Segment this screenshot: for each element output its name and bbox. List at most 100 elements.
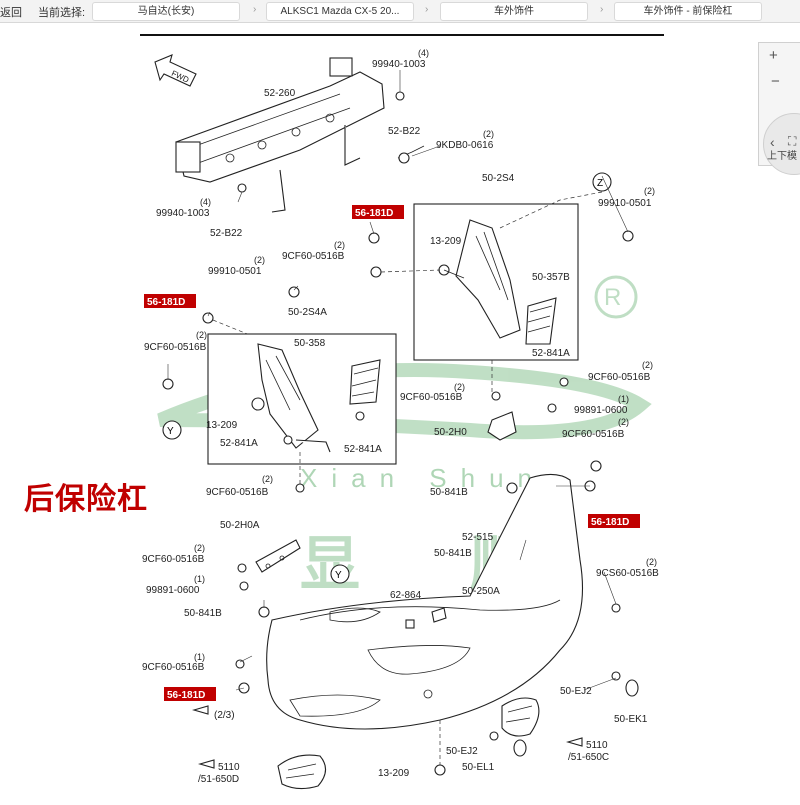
part-label[interactable]: /51-650D xyxy=(198,774,239,785)
svg-text:(2): (2) xyxy=(254,255,265,265)
side-bracket-right xyxy=(455,219,521,339)
breadcrumb-brand[interactable]: 马自达(长安) xyxy=(92,2,240,21)
part-label[interactable]: 9CF60-0516B xyxy=(142,554,205,565)
side-bracket-left xyxy=(257,343,331,453)
svg-text:56-181D: 56-181D xyxy=(355,208,393,219)
back-button[interactable]: 返回 xyxy=(0,7,22,19)
part-label[interactable]: 13-209 xyxy=(206,420,238,431)
part-label[interactable]: 13-209 xyxy=(430,236,462,247)
part-label[interactable]: 50-2S4A xyxy=(288,307,327,318)
part-label[interactable]: 50-357B xyxy=(532,272,570,283)
part-label[interactable]: 50-EJ2 xyxy=(446,746,478,757)
part-label[interactable]: 50-2H0 xyxy=(434,427,467,438)
highlight-tag[interactable]: 56-181D xyxy=(144,294,196,308)
part-label[interactable]: /51-650C xyxy=(568,752,609,763)
highlight-tag[interactable]: 56-181D xyxy=(352,205,404,219)
svg-text:56-181D: 56-181D xyxy=(147,297,185,308)
svg-text:Z: Z xyxy=(597,178,603,189)
part-label[interactable]: 52-515 xyxy=(462,532,494,543)
svg-text:(1): (1) xyxy=(194,652,205,662)
breadcrumb-subcategory[interactable]: 车外饰件 - 前保险杠 xyxy=(614,2,762,21)
highlight-tag[interactable]: 56-181D xyxy=(588,514,640,528)
part-label[interactable]: 50-2S4 xyxy=(482,173,515,184)
part-label[interactable]: 52-B22 xyxy=(210,228,243,239)
part-label[interactable]: 50-EL1 xyxy=(462,762,495,773)
part-label[interactable]: 50-EK1 xyxy=(614,714,648,725)
svg-text:(4): (4) xyxy=(200,197,211,207)
part-label[interactable]: 9CF60-0516B xyxy=(562,429,625,440)
pointer-hand-icon xyxy=(565,737,583,747)
pan-dial[interactable]: ‹ ⛶ xyxy=(763,113,800,175)
bolt-icon xyxy=(559,377,569,387)
part-label[interactable]: 9CS60-0516B xyxy=(596,568,659,579)
zoom-control: + − ‹ ⛶ 上下模 xyxy=(758,42,800,175)
reflector-left xyxy=(349,359,381,405)
bolt-icon xyxy=(398,152,410,164)
svg-text:(2): (2) xyxy=(196,330,207,340)
part-label[interactable]: (2/3) xyxy=(214,710,235,721)
highlight-tag[interactable]: 56-181D xyxy=(164,687,216,701)
part-label[interactable]: 50-250A xyxy=(462,586,500,597)
current-selection-label: 当前选择: xyxy=(38,7,86,19)
part-label[interactable]: 9CF60-0516B xyxy=(142,662,205,673)
svg-text:56-181D: 56-181D xyxy=(167,690,205,701)
clip-icon xyxy=(258,606,270,618)
part-label[interactable]: 99910-0501 xyxy=(598,198,652,209)
part-label[interactable]: 9CF60-0516B xyxy=(588,372,651,383)
reset-view-icon[interactable]: ⛶ xyxy=(788,134,797,148)
chevron-left-icon[interactable]: ‹ xyxy=(770,134,775,150)
part-label[interactable]: 9CF60-0516B xyxy=(282,251,345,262)
part-label[interactable]: 9CF60-0516B xyxy=(400,392,463,403)
part-label[interactable]: 52-B22 xyxy=(388,126,421,137)
reinforcement-beam xyxy=(175,57,385,213)
svg-text:(1): (1) xyxy=(618,394,629,404)
breadcrumb-model[interactable]: ALKSC1 Mazda CX-5 20... xyxy=(266,2,414,21)
part-label[interactable]: 52-841A xyxy=(532,348,570,359)
bolt-icon xyxy=(547,403,557,413)
zoom-out-button[interactable]: − xyxy=(771,73,780,90)
bolt-icon xyxy=(295,483,305,493)
bolt-icon xyxy=(590,460,602,472)
part-label[interactable]: 5110 xyxy=(218,762,240,773)
part-label[interactable]: 9CF60-0516B xyxy=(144,342,207,353)
part-label[interactable]: 99891-0600 xyxy=(574,405,628,416)
part-label[interactable]: 99910-0501 xyxy=(208,266,262,277)
cap-icon xyxy=(625,679,639,697)
svg-text:(2): (2) xyxy=(262,474,273,484)
part-label[interactable]: 13-209 xyxy=(378,768,410,779)
nut-icon xyxy=(202,312,214,324)
svg-text:Y: Y xyxy=(335,570,342,581)
reflector-lamp-left xyxy=(277,754,327,790)
part-label[interactable]: 5110 xyxy=(586,740,608,751)
svg-text:(2): (2) xyxy=(194,543,205,553)
part-label[interactable]: 50-841B xyxy=(184,608,222,619)
part-label[interactable]: 52-841A xyxy=(344,444,382,455)
part-label[interactable]: 99940-1003 xyxy=(156,208,210,219)
zoom-in-button[interactable]: + xyxy=(769,47,778,64)
nut-icon xyxy=(434,764,446,776)
breadcrumb-category[interactable]: 车外饰件 xyxy=(440,2,588,21)
svg-text:Y: Y xyxy=(167,426,174,437)
part-label[interactable]: 52-260 xyxy=(264,88,296,99)
svg-text:显: 显 xyxy=(300,531,360,598)
part-label[interactable]: 50-841B xyxy=(434,548,472,559)
chevron-right-icon: › xyxy=(253,4,257,15)
cap-icon xyxy=(513,739,527,757)
bolt-icon xyxy=(370,266,382,278)
callout-circle xyxy=(330,564,350,584)
part-label[interactable]: 50-841B xyxy=(430,487,468,498)
clip-icon xyxy=(251,397,265,411)
part-label[interactable]: 99891-0600 xyxy=(146,585,200,596)
part-label[interactable]: 99940-1003 xyxy=(372,59,426,70)
header-rule xyxy=(140,34,664,36)
bolt-icon xyxy=(611,603,621,613)
part-label[interactable]: 9CF60-0516B xyxy=(206,487,269,498)
part-label[interactable]: 50-EJ2 xyxy=(560,686,592,697)
svg-text:R: R xyxy=(604,284,621,311)
part-label[interactable]: 50-358 xyxy=(294,338,326,349)
part-label[interactable]: 50-2H0A xyxy=(220,520,260,531)
part-label[interactable]: 52-841A xyxy=(220,438,258,449)
part-label[interactable]: 62-864 xyxy=(390,590,422,601)
bolt-icon xyxy=(237,183,247,193)
part-label[interactable]: 9KDB0-0616 xyxy=(436,140,494,151)
